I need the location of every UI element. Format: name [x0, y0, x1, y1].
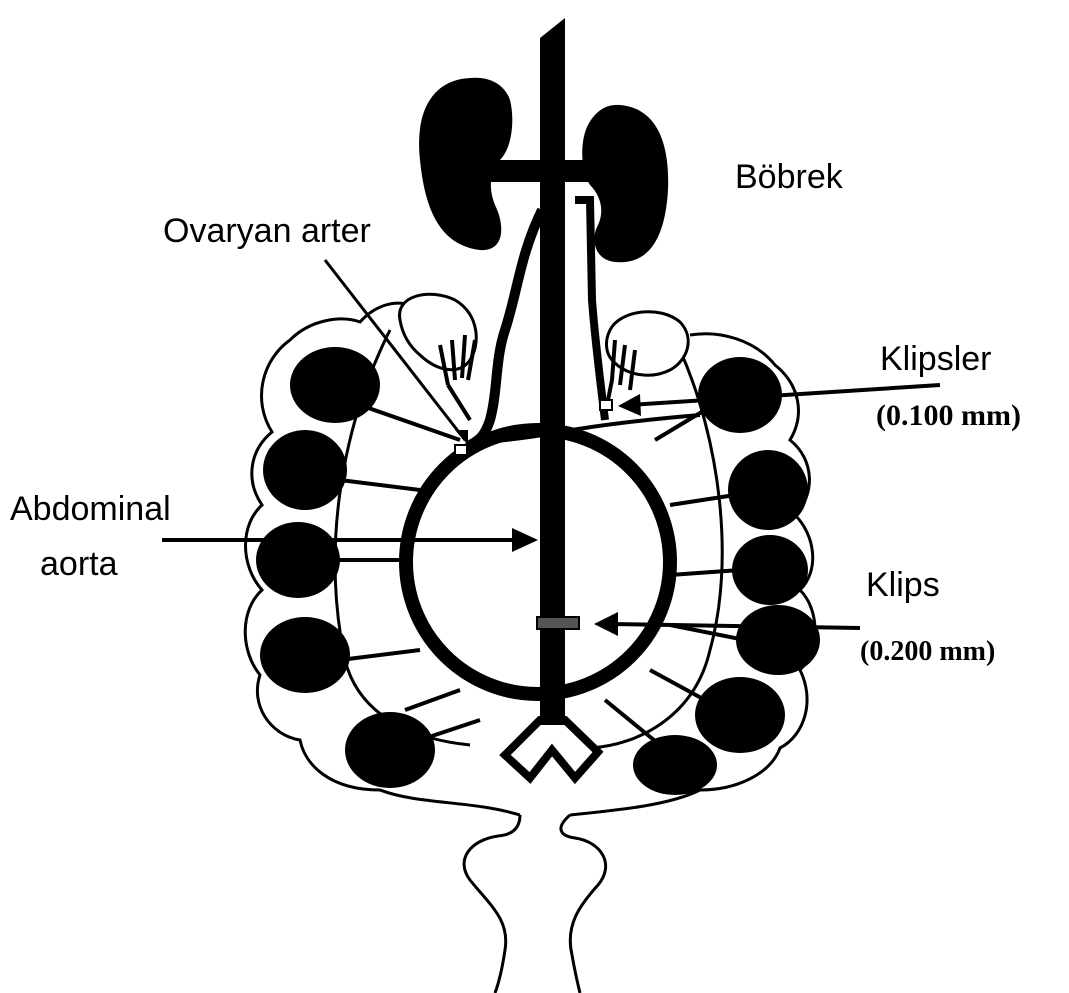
aorta-clip: [537, 617, 579, 629]
clips-size-label: (0.100 mm): [876, 399, 1021, 432]
abdominal-aorta-label-line1: Abdominal: [10, 490, 171, 528]
left-follicle-3: [256, 522, 340, 598]
cervix-outline: [464, 815, 606, 993]
upper-right-clip: [600, 400, 612, 410]
left-follicle-2: [263, 430, 347, 510]
ovarian-artery-label: Ovaryan arter: [163, 212, 371, 250]
right-follicle-4: [736, 605, 820, 675]
right-tube: [606, 312, 688, 376]
aorta-bifurcation: [505, 720, 598, 778]
kidney-label: Böbrek: [735, 158, 844, 196]
left-follicle-4: [260, 617, 350, 693]
right-follicle-6: [633, 735, 717, 795]
right-follicle-5: [695, 677, 785, 753]
upper-left-clip: [455, 445, 467, 455]
uterine-ring: [406, 430, 670, 694]
abdominal-aorta-label-line2: aorta: [40, 545, 118, 583]
right-follicle-3: [732, 535, 808, 605]
clips-label: Klipsler: [880, 340, 991, 378]
left-follicle-5: [345, 712, 435, 788]
right-kidney: [582, 105, 668, 262]
clip-size-label: (0.200 mm): [860, 636, 995, 667]
left-follicle-1: [290, 347, 380, 423]
aorta-arrowhead: [512, 528, 538, 552]
renal-artery: [488, 160, 598, 182]
clip-arrowhead: [594, 612, 618, 636]
right-follicle-2: [728, 450, 808, 530]
clips-arrowhead: [618, 394, 641, 416]
clip-label: Klips: [866, 566, 940, 604]
